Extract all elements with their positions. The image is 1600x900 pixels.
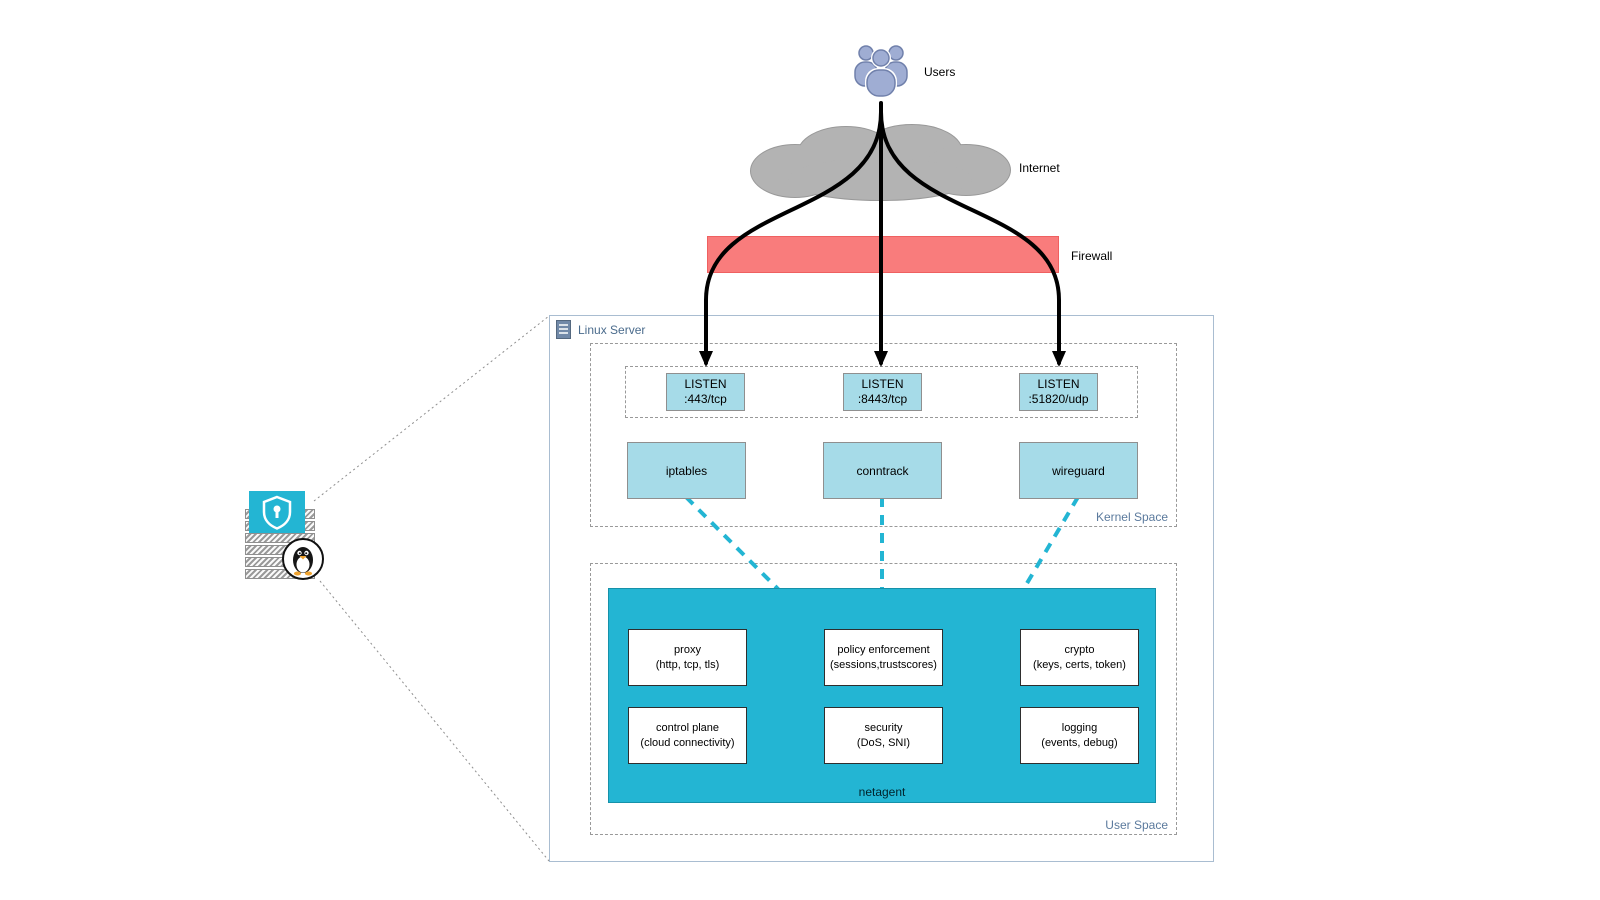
module-subtitle: (DoS, SNI): [856, 736, 911, 749]
tux-icon: [282, 538, 324, 580]
listen-box-443: LISTEN :443/tcp: [666, 373, 745, 411]
projection-line-top: [313, 315, 550, 502]
module-subtitle: (sessions,trustscores): [830, 658, 937, 671]
projection-line-bottom: [319, 580, 550, 862]
kernel-module-label: wireguard: [1052, 463, 1105, 478]
module-title: control plane: [656, 721, 719, 734]
server-stack-icon: [245, 533, 315, 543]
module-subtitle: (cloud connectivity): [640, 736, 735, 749]
netagent-label: netagent: [858, 785, 906, 799]
listen-box-8443: LISTEN :8443/tcp: [843, 373, 922, 411]
linux-server-header: Linux Server: [556, 320, 645, 339]
kernel-module-iptables: iptables: [627, 442, 746, 499]
listen-label: LISTEN: [1037, 377, 1080, 391]
module-crypto: crypto (keys, certs, token): [1020, 629, 1139, 686]
module-title: policy enforcement: [837, 643, 930, 656]
kernel-module-conntrack: conntrack: [823, 442, 942, 499]
shield-logo: [249, 491, 305, 533]
listen-port: :443/tcp: [684, 392, 727, 406]
server-icon: [556, 320, 571, 339]
kernel-space-label: Kernel Space: [1095, 510, 1168, 524]
listen-port: :51820/udp: [1028, 392, 1089, 406]
module-title: security: [864, 721, 903, 734]
module-logging: logging (events, debug): [1020, 707, 1139, 764]
listen-label: LISTEN: [861, 377, 904, 391]
listen-box-51820: LISTEN :51820/udp: [1019, 373, 1098, 411]
connector-iptables-netagent: [684, 495, 781, 592]
kernel-space-frame: Kernel Space: [590, 343, 1177, 527]
user-space-frame: User Space: [590, 563, 1177, 835]
module-proxy: proxy (http, tcp, tls): [628, 629, 747, 686]
user-space-label: User Space: [1105, 818, 1168, 832]
kernel-module-label: iptables: [665, 463, 708, 478]
module-title: crypto: [1064, 643, 1095, 656]
shield-icon: [262, 495, 292, 530]
module-subtitle: (keys, certs, token): [1033, 658, 1126, 671]
listen-port: :8443/tcp: [857, 392, 908, 406]
module-subtitle: (http, tcp, tls): [655, 658, 720, 671]
listen-label: LISTEN: [684, 377, 727, 391]
module-control-plane: control plane (cloud connectivity): [628, 707, 747, 764]
internet-label: Internet: [1019, 161, 1060, 175]
module-title: logging: [1061, 721, 1098, 734]
internet-cloud: [750, 124, 1011, 201]
netagent-box: proxy (http, tcp, tls) policy enforcemen…: [608, 588, 1156, 803]
users-icon: [854, 45, 908, 98]
module-subtitle: (events, debug): [1041, 736, 1118, 749]
module-security: security (DoS, SNI): [824, 707, 943, 764]
linux-server-title: Linux Server: [578, 322, 646, 337]
firewall-label: Firewall: [1071, 249, 1113, 263]
arrow-left: [699, 110, 883, 367]
arrow-right: [879, 110, 1066, 367]
users-label: Users: [924, 65, 956, 79]
module-policy-enforcement: policy enforcement (sessions,trustscores…: [824, 629, 943, 686]
connector-wireguard-netagent: [1021, 495, 1080, 592]
kernel-module-wireguard: wireguard: [1019, 442, 1138, 499]
kernel-module-label: conntrack: [856, 463, 909, 478]
module-title: proxy: [674, 643, 701, 656]
